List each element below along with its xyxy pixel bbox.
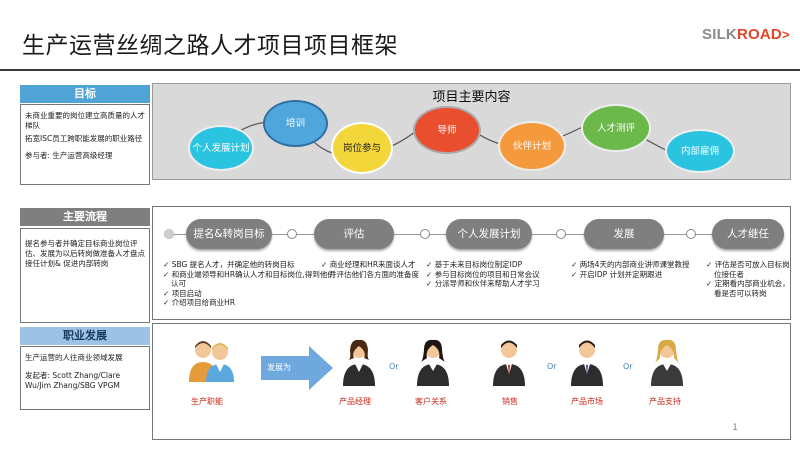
timeline-start-dot	[164, 229, 174, 239]
page-number: 1	[732, 423, 738, 433]
main-content-title: 项目主要内容	[432, 90, 511, 105]
target-label-0: 产品经理	[339, 397, 371, 406]
timeline-dot	[420, 229, 430, 239]
detail-item: ✓ 两场4天的内部商业讲师课堂教授	[571, 260, 690, 269]
details-nominate: ✓ SBG 提名人才，并确定他的转岗目标 ✓ 和商业端领导和HR确认人才和目标岗…	[163, 260, 335, 308]
target-label-1: 客户关系	[415, 397, 447, 406]
detail-item: ✓ 项目启动	[163, 288, 202, 298]
detail-item: ✓ 开启IDP 计划并定期跟进	[571, 269, 663, 279]
detail-item: ✓ SBG 提名人才，并确定他的转岗目标	[163, 260, 295, 269]
page-title: 生产运营丝绸之路人才项目项目框架	[22, 33, 398, 59]
person-icon	[417, 339, 449, 386]
goal-line-2: 拓宽ISC员工跨职能发展的职业路径	[25, 134, 143, 143]
details-assess: ✓ 商业经理和HR来面谈人才并评估他们各方面的准备度	[321, 260, 421, 279]
silkroad-logo: SILKROAD>	[702, 26, 790, 43]
target-label-4: 产品支持	[649, 397, 681, 406]
person-icon	[651, 339, 683, 386]
goal-box: 未商业重要的岗位建立高质量的人才梯队 拓宽ISC员工跨职能发展的职业路径 参与者…	[20, 104, 150, 185]
process-header: 主要流程	[20, 208, 150, 226]
process-description: 提名参与者并确定目标商业岗位评估、发展为以后转岗做准备人才盘点接任计划& 促进内…	[25, 239, 145, 268]
or-label: Or	[389, 362, 399, 371]
detail-item: ✓ 基于未来目标岗位制定IDP	[426, 260, 523, 269]
people-group-icon	[189, 341, 234, 382]
main-content-panel: 项目主要内容 个人发展计划 培训 岗位参与 导师 伙伴计划 人才测评 内部雇佣	[152, 83, 791, 180]
process-box: 提名参与者并确定目标商业岗位评估、发展为以后转岗做准备人才盘点接任计划& 促进内…	[20, 228, 150, 323]
step-idp: 个人发展计划	[446, 219, 532, 249]
detail-item: ✓ 评估是否可放入目标岗位接任者	[706, 260, 790, 279]
detail-item: ✓ 定期看内部商业机会，看是否可以转岗	[706, 279, 790, 298]
career-header: 职业发展	[20, 327, 150, 345]
timeline-dot	[686, 229, 696, 239]
circle-personal-development-plan: 个人发展计划	[188, 125, 254, 171]
title-divider	[0, 69, 800, 71]
detail-item: ✓ 介绍项目给商业HR	[163, 298, 236, 307]
step-nominate: 提名&转岗目标	[186, 219, 272, 249]
or-label: Or	[547, 362, 557, 371]
target-label-2: 销售	[502, 397, 518, 406]
step-succession: 人才继任	[712, 219, 784, 249]
person-icon	[343, 339, 375, 386]
target-label-3: 产品市场	[571, 397, 603, 406]
timeline-dot	[556, 229, 566, 239]
arrow-right-icon	[261, 346, 333, 390]
source-label: 生产职能	[191, 397, 223, 406]
or-label: Or	[623, 362, 633, 371]
details-idp: ✓ 基于未来目标岗位制定IDP ✓ 参与目标岗位的项目和日常会议 ✓ 分派导师和…	[426, 260, 566, 289]
goal-line-1: 未商业重要的岗位建立高质量的人才梯队	[25, 111, 145, 130]
details-succession: ✓ 评估是否可放入目标岗位接任者 ✓ 定期看内部商业机会，看是否可以转岗	[706, 260, 790, 298]
process-panel: 提名&转岗目标 评估 个人发展计划 发展 人才继任 ✓ SBG 提名人才，并确定…	[152, 206, 791, 320]
arrow-label: 发展为	[267, 363, 291, 372]
circle-job-participation: 岗位参与	[331, 122, 393, 174]
circle-training: 培训	[263, 100, 328, 147]
details-develop: ✓ 两场4天的内部商业讲师课堂教授 ✓ 开启IDP 计划并定期跟进	[571, 260, 699, 279]
timeline-dot	[287, 229, 297, 239]
circle-mentor: 导师	[413, 106, 481, 154]
circle-buddy-plan: 伙伴计划	[498, 121, 566, 171]
career-box: 生产运营的人往商业领域发展 发起者: Scott Zhang/Clare Wu/…	[20, 346, 150, 410]
detail-item: ✓ 分派导师和伙伴来帮助人才学习	[426, 279, 540, 288]
detail-item: ✓ 参与目标岗位的项目和日常会议	[426, 269, 540, 279]
career-sponsor: 发起者: Scott Zhang/Clare Wu/Jim Zhang/SBG …	[25, 371, 121, 390]
circle-talent-assessment: 人才测评	[581, 104, 651, 152]
step-assess: 评估	[314, 219, 394, 249]
detail-item: ✓ 和商业端领导和HR确认人才和目标岗位,得到他们认可	[163, 269, 335, 289]
goal-header: 目标	[20, 85, 150, 103]
goal-participants: 参与者: 生产运营高级经理	[25, 151, 113, 160]
career-panel: 生产职能 发展为 产品经理 Or 客户关系 销售 Or 产品市场 Or	[152, 323, 791, 440]
timeline-line	[174, 234, 186, 235]
person-icon	[493, 340, 525, 386]
career-description: 生产运营的人往商业领域发展	[25, 353, 123, 362]
detail-item: ✓ 商业经理和HR来面谈人才并评估他们各方面的准备度	[321, 260, 419, 279]
circle-internal-hiring: 内部雇佣	[665, 129, 735, 173]
step-develop: 发展	[584, 219, 664, 249]
person-icon	[571, 340, 603, 386]
